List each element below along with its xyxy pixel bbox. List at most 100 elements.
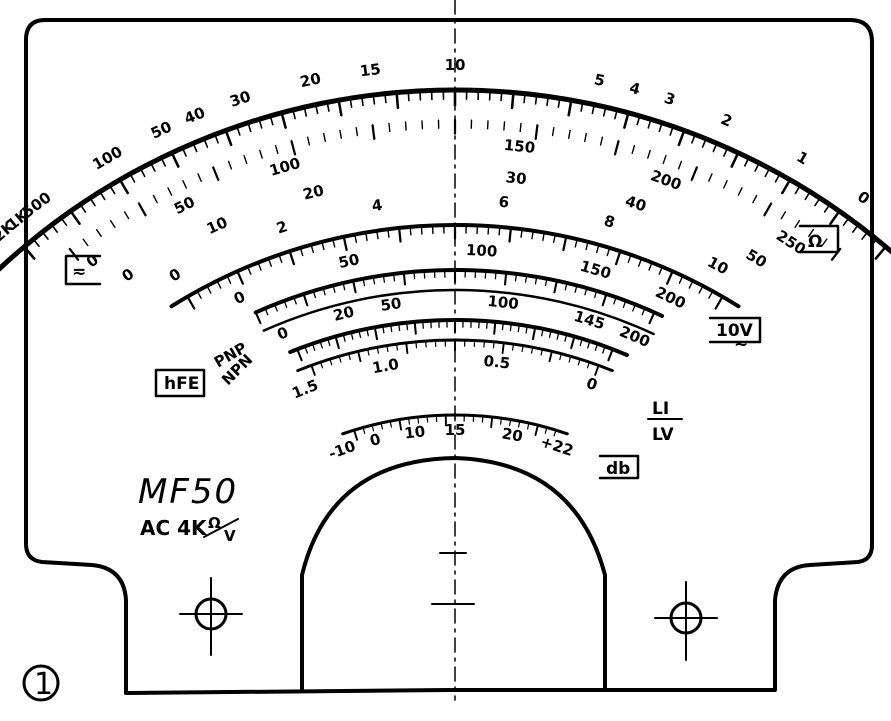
v10-scale-tick — [688, 280, 694, 289]
ohm-scale-label: 2 — [718, 110, 735, 131]
v10-scale-tick — [278, 254, 283, 263]
li-scale-tick — [607, 348, 614, 362]
lv-scale-tick — [376, 346, 379, 354]
v10-scale-tick — [387, 228, 390, 238]
ohm-scale-tick — [591, 103, 596, 115]
v10-scale-tick — [508, 226, 513, 243]
li-scale-tick — [311, 343, 316, 351]
ohm-scale-tick — [851, 224, 860, 233]
lv-scale-tick — [594, 364, 600, 376]
dcv-scale-tick — [780, 211, 787, 220]
li-scale-tick — [548, 329, 552, 339]
ohm-scale-tick — [870, 238, 878, 248]
li-scale-tick — [525, 325, 528, 334]
hfe-scale-tick — [362, 278, 366, 287]
li-scale-label: 0 — [275, 323, 291, 344]
hfe-scale-tick — [382, 274, 386, 283]
li-scale-tick — [373, 326, 379, 341]
ohm-scale-tick — [89, 197, 96, 207]
hfe-scale-label: 50 — [337, 250, 361, 272]
dcv-scale-tick — [404, 121, 407, 131]
hfe-scale-tick — [574, 284, 578, 293]
dcv-scale-tick — [82, 238, 89, 247]
hfe-scale-tick — [372, 276, 376, 285]
ohm-scale-tick — [247, 122, 252, 133]
li-scale-tick — [304, 345, 308, 354]
dcv-scale-tick — [794, 219, 801, 229]
db-scale-tick — [553, 429, 557, 437]
li-scale-tick — [531, 326, 537, 341]
dcv-scale-tick — [274, 144, 279, 155]
ohm-scale-tick — [79, 203, 87, 213]
ohm-scale-tick — [50, 224, 59, 233]
hfe-scale-tick — [622, 300, 627, 308]
ohm-scale-tick — [814, 197, 821, 207]
dcv-scale-tick — [243, 154, 248, 165]
lv-scale-tick — [386, 345, 389, 353]
dcv2-scale-label: 50 — [743, 245, 770, 271]
ohm-scale-tick — [677, 129, 686, 147]
lv-scale-tick — [577, 358, 581, 366]
hfe-scale-tick — [503, 271, 508, 286]
dcv-scale-tick — [152, 194, 158, 204]
acdc-box-label: ≂ — [72, 262, 86, 282]
ohm-scale-tick — [139, 167, 146, 178]
db-scale-tick — [509, 418, 512, 426]
ohm-scale-tick — [546, 95, 550, 107]
dcv-scale-tick — [723, 179, 728, 189]
hfe-scale-tick — [524, 274, 528, 283]
ohm-scale-tick — [658, 122, 663, 133]
ohm-scale-tick — [41, 231, 49, 240]
hfe-box: hFE — [154, 368, 206, 398]
hfe-scale-tick — [423, 270, 426, 279]
v10-scale-tick — [665, 270, 674, 285]
v10-scale-tick — [397, 226, 402, 243]
lv-scale-tick — [329, 358, 333, 366]
ohm-scale-label: 50 — [148, 118, 175, 143]
dcv-scale-tick — [519, 122, 522, 133]
v10-scale-tick — [498, 226, 501, 236]
db-scale-tick — [362, 426, 366, 434]
db-scale-tick — [517, 420, 521, 428]
ohm-scale-tick — [360, 95, 364, 107]
hfe-scale-tick — [312, 290, 317, 299]
db-scale-tick — [490, 416, 494, 429]
dcv-scale-label: 200 — [648, 166, 684, 194]
dcv-scale-tick — [677, 160, 683, 170]
dcv-scale-tick — [763, 202, 773, 217]
v10-scale-tick — [708, 290, 714, 299]
volt-box: 10V ~ — [708, 316, 762, 355]
db-scale-tick — [371, 424, 375, 432]
mount-hole-left — [179, 577, 243, 656]
hfe-scale-tick — [283, 300, 288, 308]
lv-scale-tick — [415, 341, 418, 349]
hfe-scale-tick — [342, 282, 346, 291]
dcv-scale-tick — [821, 238, 828, 247]
ohm-scale-tick — [181, 147, 187, 157]
v10-scale-tick — [342, 235, 348, 252]
ohm-scale-label: 3 — [662, 89, 677, 109]
ohm-scale-tick — [743, 157, 750, 167]
lv-scale-tick — [501, 341, 505, 354]
v10-scale-tick — [678, 275, 684, 284]
ohm-scale-tick — [60, 217, 68, 226]
hfe-scale-tick — [584, 287, 588, 296]
dcv-scale-tick — [690, 166, 698, 182]
dcv-scale-tick — [227, 160, 233, 170]
li-scale-label: 20 — [331, 302, 356, 325]
li-scale-label: 50 — [379, 294, 402, 315]
dcv2-scale-label: 10 — [204, 213, 230, 238]
ohm-scale-label: 30 — [228, 87, 253, 111]
li-scale-tick — [556, 331, 560, 340]
ohm-scale-tick — [419, 90, 422, 101]
ohm-scale-tick — [602, 106, 607, 117]
v10-scale-tick — [376, 229, 379, 240]
mount-hole-right — [654, 581, 718, 661]
ohm-scale-tick — [337, 98, 343, 117]
hfe-scale-label: 150 — [578, 257, 613, 283]
li-scale-tick — [334, 335, 340, 350]
v10-scale-tick — [332, 238, 336, 248]
sensitivity-unit-slash — [203, 518, 239, 538]
lv-scale-label: 0.5 — [483, 352, 511, 373]
